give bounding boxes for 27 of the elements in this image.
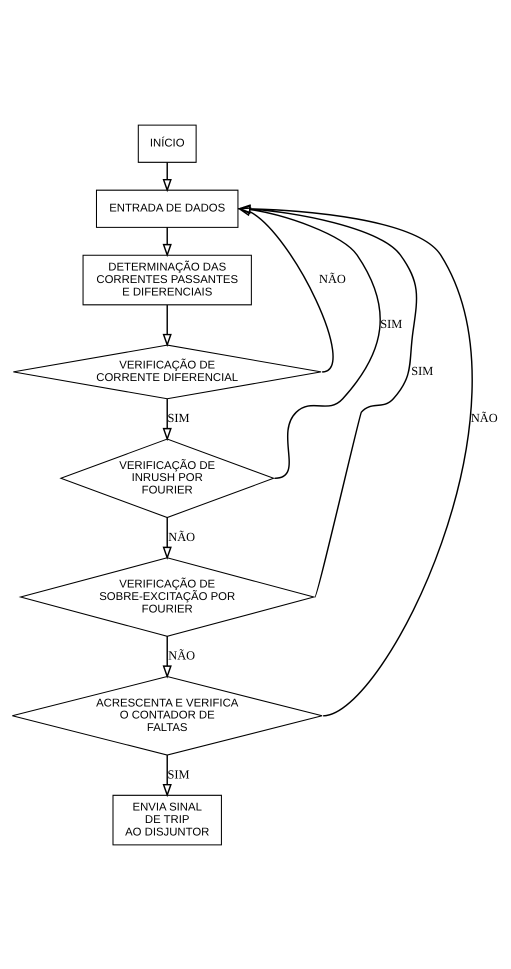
arrow [162,227,172,257]
arrow [162,398,172,441]
node-diamond: VERIFICAÇÃO DE CORRENTE DIFERENCIAL [12,344,322,399]
edge-label: NÃO [470,410,498,425]
node-box: ENVIA SINAL DE TRIP AO DISJUNTOR [112,794,222,845]
arrow [237,204,418,597]
node-box: ENTRADA DE DADOS [96,189,238,228]
arrow [162,754,172,797]
edge-label: SIM [168,410,190,425]
node-box: DETERMINAÇÃO DAS CORRENTES PASSANTES E DIFERENCIAIS [82,254,252,305]
arrow [162,636,172,678]
node-box: INÍCIO [138,124,197,162]
arrow [237,206,334,372]
node-diamond: VERIFICAÇÃO DE INRUSH POR FOURIER [59,438,276,518]
edge-label: SIM [411,364,434,378]
arrow [162,517,172,560]
arrow [237,204,472,716]
edge-label: SIM [168,766,190,781]
arrow [162,304,172,347]
arrow [237,204,381,478]
edge-label: NÃO [319,272,346,286]
edge-label: NÃO [168,648,196,662]
edge-label: SIM [380,316,402,331]
node-diamond: VERIFICAÇÃO DE SOBRE-EXCITAÇÃO POR FOURIER [18,556,316,636]
node-diamond: ACRESCENTA E VERIFICA O CONTADOR DE FALTAS [12,676,323,756]
arrow [162,162,172,192]
edge-label: NÃO [168,529,196,544]
